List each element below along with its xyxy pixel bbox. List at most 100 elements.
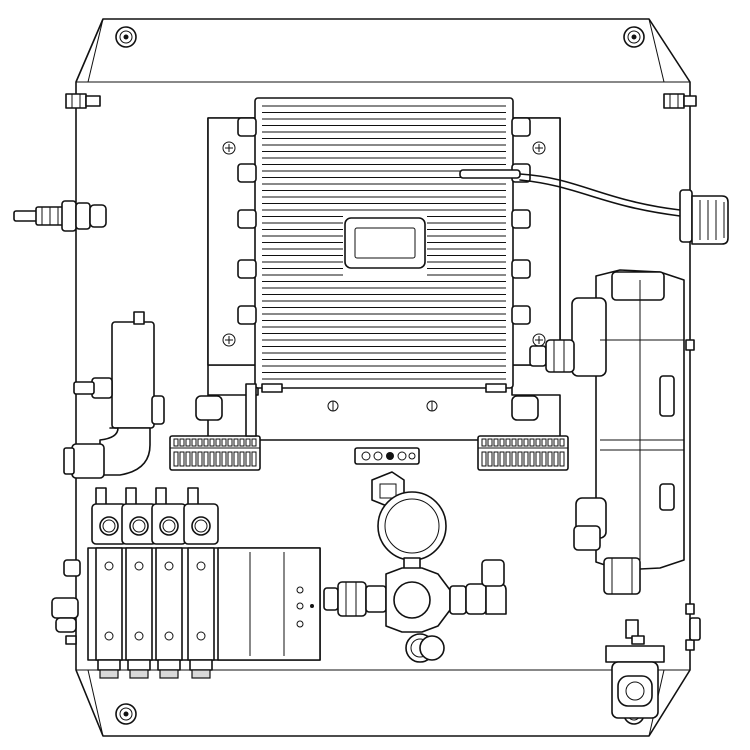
terminal-block-left — [169, 383, 261, 471]
sensor-cable — [459, 169, 681, 217]
terminal-slot — [209, 451, 215, 467]
terminal-screw — [517, 438, 523, 447]
valve-port — [127, 659, 151, 671]
terminal-screw — [535, 438, 541, 447]
terminal-screw — [547, 438, 553, 447]
terminal-slot — [559, 451, 565, 467]
terminal-screw — [487, 438, 493, 447]
terminal-slot — [487, 451, 493, 467]
terminal-slot — [493, 451, 499, 467]
terminal-screw — [209, 438, 215, 447]
valve-screw — [134, 631, 144, 641]
terminal-screw — [227, 438, 233, 447]
valve-port-fitting — [99, 669, 119, 679]
terminal-slot — [523, 451, 529, 467]
terminal-screw — [505, 438, 511, 447]
terminal-screw — [493, 438, 499, 447]
valve-port-fitting — [159, 669, 179, 679]
mount-nut-right — [663, 93, 697, 109]
terminal-slot — [239, 451, 245, 467]
terminal-screw — [179, 438, 185, 447]
terminal-slot — [227, 451, 233, 467]
terminal-screw — [185, 438, 191, 447]
terminal-slot — [251, 451, 257, 467]
terminal-screw — [191, 438, 197, 447]
valve-screw — [134, 561, 144, 571]
terminal-slot — [535, 451, 541, 467]
terminal-slot — [547, 451, 553, 467]
valve-screw — [104, 561, 114, 571]
corner-screw-top-right — [623, 26, 645, 48]
side-fasteners-right — [685, 339, 701, 651]
terminal-slot — [541, 451, 547, 467]
pressure-regulator — [323, 559, 507, 663]
terminal-slot — [215, 451, 221, 467]
terminal-screw — [233, 438, 239, 447]
terminal-screw — [559, 438, 565, 447]
valve-coil-nut — [194, 519, 208, 533]
terminal-slot — [511, 451, 517, 467]
heatsink-fins — [262, 105, 506, 380]
terminal-slot — [191, 451, 197, 467]
terminal-slot — [517, 451, 523, 467]
terminal-slot — [481, 451, 487, 467]
terminal-slot — [505, 451, 511, 467]
valve-port-fitting — [129, 669, 149, 679]
terminal-screw — [553, 438, 559, 447]
side-fittings-left — [51, 559, 81, 645]
valve-screw — [164, 631, 174, 641]
display-window — [344, 217, 426, 269]
terminal-slot — [179, 451, 185, 467]
pressure-gauge — [377, 491, 447, 573]
terminal-screw — [499, 438, 505, 447]
terminal-screw — [523, 438, 529, 447]
control-module — [237, 97, 531, 393]
terminal-slot — [245, 451, 251, 467]
terminal-screw — [197, 438, 203, 447]
terminal-slot — [197, 451, 203, 467]
mount-nut-left — [65, 93, 101, 109]
terminal-screw — [245, 438, 251, 447]
valve-screw — [196, 631, 206, 641]
terminal-screw — [511, 438, 517, 447]
terminal-screw — [173, 438, 179, 447]
valve-coil-nut — [102, 519, 116, 533]
terminal-slot — [499, 451, 505, 467]
cable-gland — [679, 189, 729, 245]
valve-port — [157, 659, 181, 671]
terminal-screw — [239, 438, 245, 447]
corner-screw-top-left — [115, 26, 137, 48]
valve-screw — [164, 561, 174, 571]
bulkhead-fitting-left — [13, 200, 107, 232]
terminal-slot — [185, 451, 191, 467]
valve-port-fitting — [191, 669, 211, 679]
power-inlet-fitting — [605, 619, 665, 719]
terminal-slot — [529, 451, 535, 467]
filter-housing — [529, 269, 685, 595]
terminal-screw — [251, 438, 257, 447]
terminal-slot — [221, 451, 227, 467]
led-indicator-strip — [354, 447, 420, 465]
terminal-slot — [203, 451, 209, 467]
terminal-block-right — [477, 435, 569, 471]
valve-screw — [104, 631, 114, 641]
terminal-screw — [541, 438, 547, 447]
valve-coil-nut — [162, 519, 176, 533]
corner-screw-bottom-left — [115, 703, 137, 725]
module-connectors-left — [237, 117, 257, 325]
terminal-slot — [233, 451, 239, 467]
terminal-screw — [481, 438, 487, 447]
valve-screw — [196, 561, 206, 571]
terminal-slot — [553, 451, 559, 467]
terminal-screw — [203, 438, 209, 447]
valve-port — [97, 659, 121, 671]
terminal-screw — [215, 438, 221, 447]
terminal-screw — [529, 438, 535, 447]
valve-coil-nut — [132, 519, 146, 533]
terminal-slot — [173, 451, 179, 467]
pressure-switch — [63, 311, 165, 479]
solenoid-valve-bank — [87, 487, 321, 679]
valve-port — [189, 659, 213, 671]
